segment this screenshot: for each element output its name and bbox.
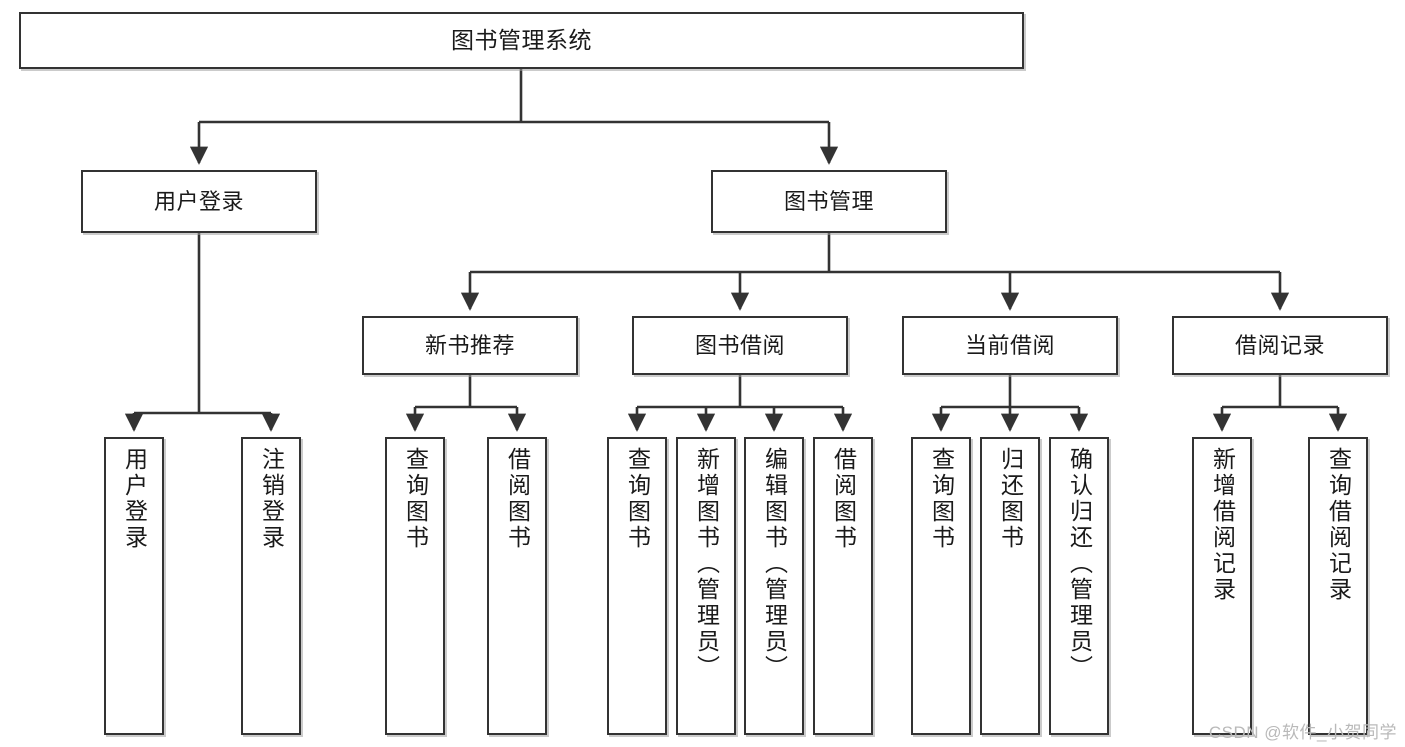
node-borrow-record[interactable]: 借阅记录 (1172, 316, 1388, 375)
node-book-borrow[interactable]: 图书借阅 (632, 316, 848, 375)
node-label: 图书管理 (783, 188, 874, 214)
node-label: 图书借阅 (694, 332, 785, 358)
node-leaf-logout-login[interactable]: 注销登录 (241, 437, 301, 735)
node-label: 归还图书 (997, 447, 1024, 551)
node-label: 查询图书 (928, 447, 955, 551)
node-label: 查询图书 (402, 447, 429, 551)
node-current-borrow[interactable]: 当前借阅 (902, 316, 1118, 375)
node-user-login[interactable]: 用户登录 (81, 170, 317, 233)
node-root-system[interactable]: 图书管理系统 (19, 12, 1024, 69)
node-label: 注销登录 (258, 447, 285, 551)
node-label: 用户登录 (153, 188, 244, 214)
node-leaf-borrow-book-2[interactable]: 借阅图书 (813, 437, 873, 735)
node-leaf-return-book[interactable]: 归还图书 (980, 437, 1040, 735)
node-leaf-query-book-2[interactable]: 查询图书 (607, 437, 667, 735)
csdn-watermark: CSDN @软件_小贺同学 (1208, 723, 1397, 742)
node-leaf-borrow-book-1[interactable]: 借阅图书 (487, 437, 547, 735)
node-leaf-add-record[interactable]: 新增借阅记录 (1192, 437, 1252, 735)
node-label: 确认归还（管理员） (1066, 447, 1093, 681)
node-leaf-edit-book[interactable]: 编辑图书（管理员） (744, 437, 804, 735)
node-label: 新书推荐 (424, 332, 515, 358)
node-label: 借阅图书 (504, 447, 531, 551)
node-label: 当前借阅 (964, 332, 1055, 358)
node-leaf-add-book[interactable]: 新增图书（管理员） (676, 437, 736, 735)
node-label: 用户登录 (121, 447, 148, 551)
node-label: 新增图书（管理员） (693, 447, 720, 681)
node-leaf-confirm-return[interactable]: 确认归还（管理员） (1049, 437, 1109, 735)
node-leaf-user-login[interactable]: 用户登录 (104, 437, 164, 735)
node-label: 查询借阅记录 (1325, 447, 1352, 603)
node-label: 图书管理系统 (451, 26, 592, 53)
node-label: 借阅图书 (830, 447, 857, 551)
node-new-book-recommend[interactable]: 新书推荐 (362, 316, 578, 375)
node-label: 借阅记录 (1234, 332, 1325, 358)
node-leaf-query-book-3[interactable]: 查询图书 (911, 437, 971, 735)
node-book-manage[interactable]: 图书管理 (711, 170, 947, 233)
node-leaf-query-book-1[interactable]: 查询图书 (385, 437, 445, 735)
node-leaf-query-record[interactable]: 查询借阅记录 (1308, 437, 1368, 735)
node-label: 查询图书 (624, 447, 651, 551)
node-label: 新增借阅记录 (1209, 447, 1236, 603)
node-label: 编辑图书（管理员） (761, 447, 788, 681)
